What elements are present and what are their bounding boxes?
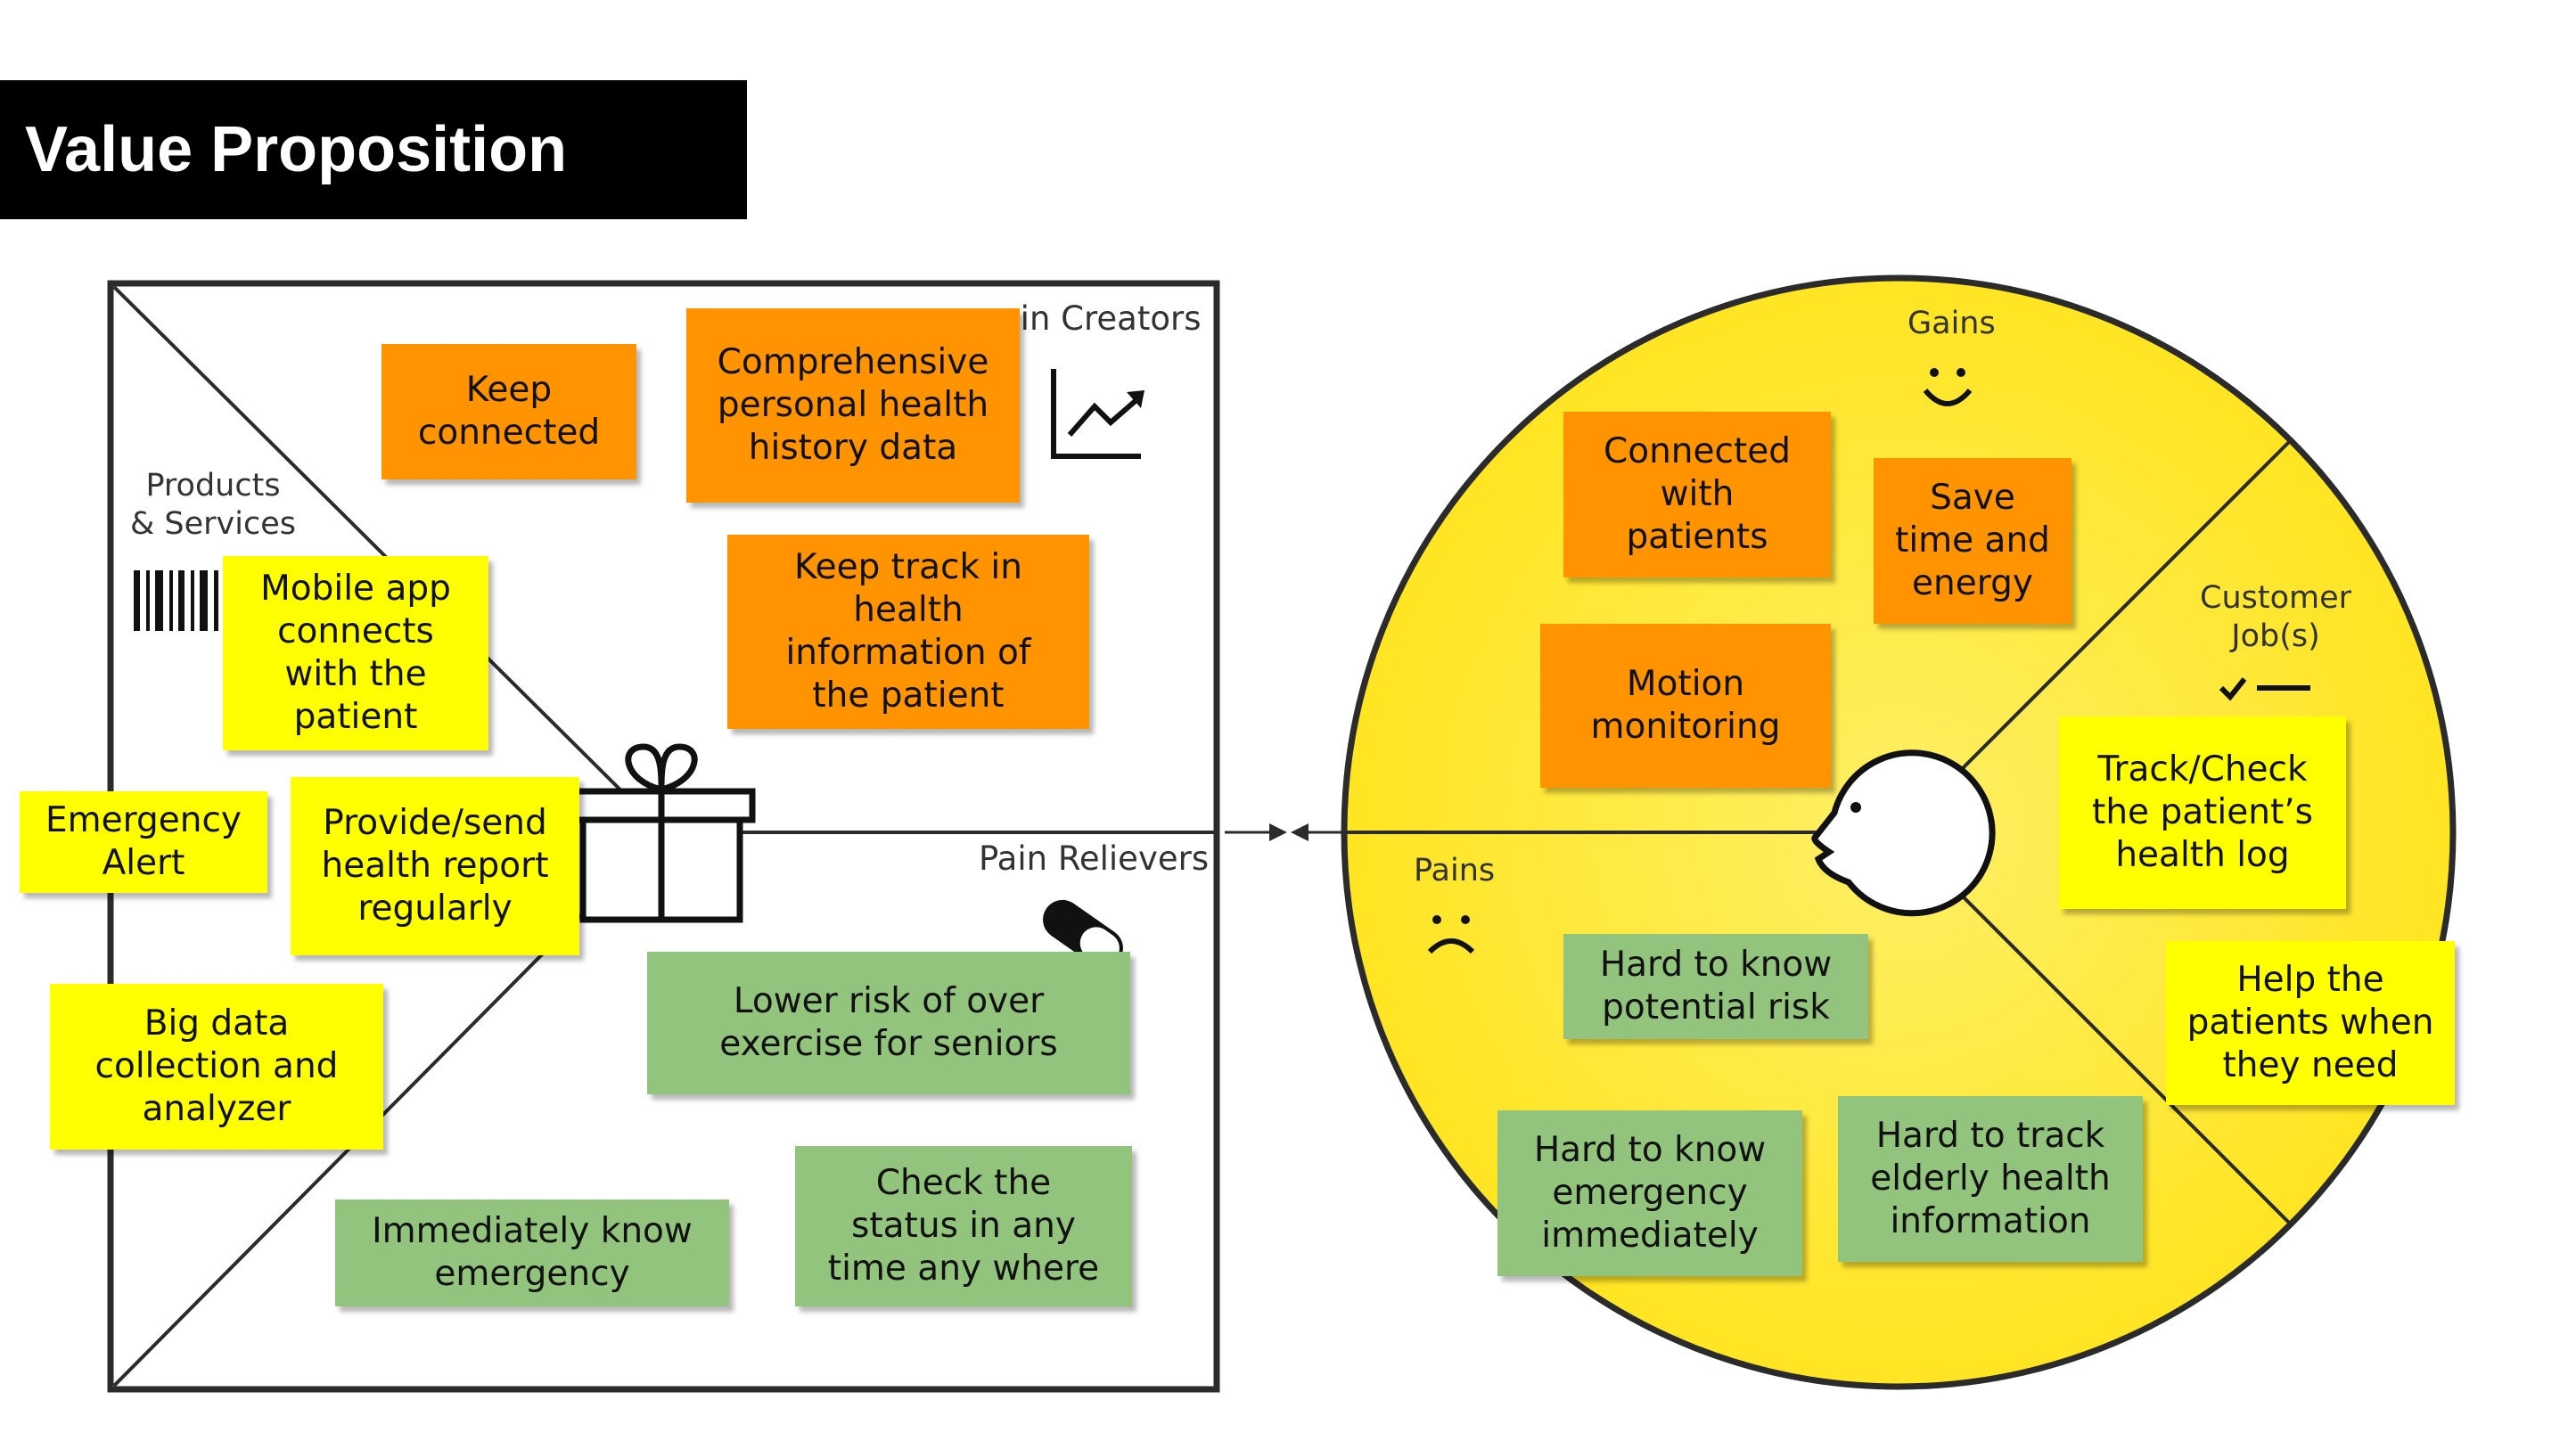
gift-icon xyxy=(567,743,756,923)
customer-face-icon xyxy=(1811,749,1996,917)
gain-creator-note: Comprehensive personal health history da… xyxy=(686,308,1020,503)
smiley-icon xyxy=(1923,368,1973,406)
product-service-note: Mobile app connects with the patient xyxy=(223,556,488,750)
pain-note: Hard to know emergency immediately xyxy=(1497,1110,1802,1276)
gain-note: Motion monitoring xyxy=(1540,624,1831,788)
label-gain-creators: ain Creators xyxy=(1000,299,1202,338)
gain-creator-note: Keep track in health information of the … xyxy=(727,535,1089,729)
product-service-note: Emergency Alert xyxy=(20,791,267,893)
double-arrow-icon xyxy=(1225,823,1353,841)
label-customer-jobs: Customer Job(s) xyxy=(2200,580,2352,654)
gain-note: Connected with patients xyxy=(1563,412,1831,577)
product-service-note: Provide/send health report regularly xyxy=(291,777,579,955)
rising-chart-icon xyxy=(1051,369,1144,459)
product-service-note: Big data collection and analyzer xyxy=(50,984,383,1150)
gain-note: Save time and energy xyxy=(1874,458,2071,624)
checklist-icon xyxy=(2219,677,2310,701)
title-bar: Value Proposition xyxy=(0,80,747,219)
pain-reliever-note: Check the status in any time any where xyxy=(795,1146,1132,1306)
pain-reliever-note: Lower risk of over exercise for seniors xyxy=(647,952,1130,1094)
pain-note: Hard to know potential risk xyxy=(1563,934,1868,1039)
customer-profile-line-up xyxy=(1897,438,2293,834)
label-pains: Pains xyxy=(1414,853,1496,888)
customer-job-note: Track/Check the patient’s health log xyxy=(2059,716,2346,909)
label-products-services: Products & Services xyxy=(130,468,297,542)
page-title: Value Proposition xyxy=(25,114,568,185)
label-pain-relievers: Pain Relievers xyxy=(979,839,1210,878)
sad-face-icon xyxy=(1427,915,1475,954)
pain-note: Hard to track elderly health information xyxy=(1838,1096,2143,1262)
gain-creator-note: Keep connected xyxy=(381,344,636,479)
label-gains: Gains xyxy=(1907,306,1996,341)
customer-job-note: Help the patients when they need xyxy=(2166,941,2455,1105)
pain-reliever-note: Immediately know emergency xyxy=(335,1199,729,1306)
